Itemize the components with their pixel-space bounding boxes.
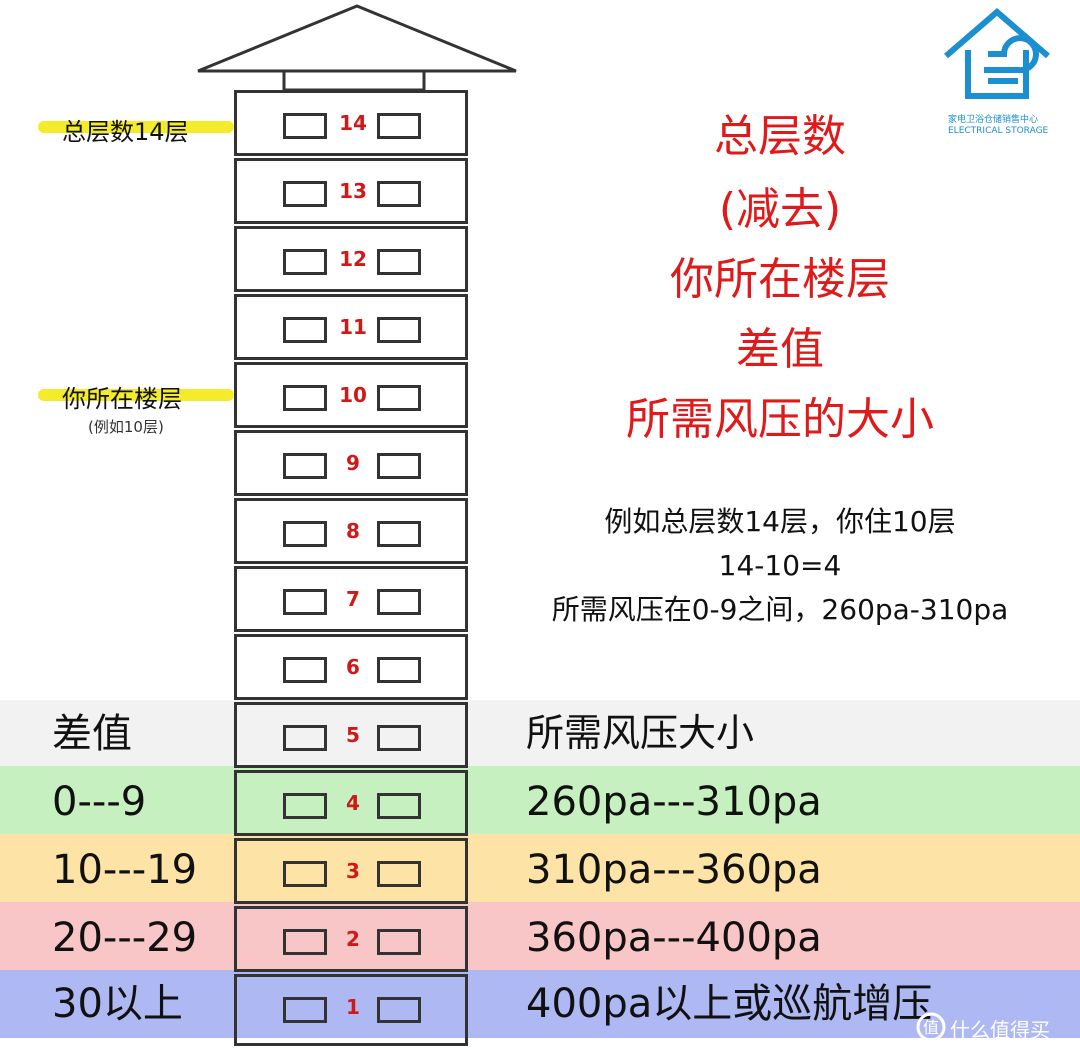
window-icon <box>377 793 421 819</box>
building-floor: 10 <box>234 362 468 428</box>
floor-number: 11 <box>339 315 367 339</box>
table-row-1-diff: 0---9 <box>52 779 147 825</box>
window-icon <box>283 589 327 615</box>
building-floor: 14 <box>234 90 468 156</box>
window-icon <box>377 453 421 479</box>
house-logo-icon <box>944 8 1050 99</box>
window-icon <box>377 589 421 615</box>
floor-number: 8 <box>346 519 360 543</box>
floor-number: 2 <box>346 927 360 951</box>
window-icon <box>377 249 421 275</box>
window-icon <box>377 929 421 955</box>
window-icon <box>283 657 327 683</box>
logo-text-cn: 家电卫浴仓储销售中心 <box>948 115 1039 125</box>
window-icon <box>283 861 327 887</box>
table-row-band-3 <box>0 902 1080 970</box>
table-row-4-pressure: 400pa以上或巡航增压 <box>526 981 933 1027</box>
window-icon <box>283 929 327 955</box>
floor-number: 14 <box>339 111 367 135</box>
label-your-floor: 你所在楼层 <box>62 385 182 413</box>
window-icon <box>377 385 421 411</box>
building-floor: 13 <box>234 158 468 224</box>
table-row-2-diff: 10---19 <box>52 847 198 893</box>
logo-text-en: ELECTRICAL STORAGE <box>948 126 1049 136</box>
building-floor: 3 <box>234 838 468 904</box>
window-icon <box>377 997 421 1023</box>
floor-number: 13 <box>339 179 367 203</box>
window-icon <box>283 725 327 751</box>
floor-number: 12 <box>339 247 367 271</box>
building-floor: 11 <box>234 294 468 360</box>
window-icon <box>377 521 421 547</box>
floor-number: 10 <box>339 383 367 407</box>
window-icon <box>283 521 327 547</box>
floor-number: 4 <box>346 791 360 815</box>
example-line-1: 例如总层数14层，你住10层 <box>604 505 956 538</box>
building-floor: 8 <box>234 498 468 564</box>
building-floor: 9 <box>234 430 468 496</box>
floor-number: 7 <box>346 587 360 611</box>
table-row-3-diff: 20---29 <box>52 915 198 961</box>
label-your-floor-note: (例如10层) <box>88 418 164 436</box>
building-floor: 7 <box>234 566 468 632</box>
heading-line-4: 差值 <box>736 324 824 375</box>
window-icon <box>283 181 327 207</box>
table-header-band <box>0 700 1080 766</box>
window-icon <box>283 793 327 819</box>
heading-line-1: 总层数 <box>714 111 846 162</box>
highlight-your-floor <box>38 389 234 401</box>
watermark-text: 什么值得买 <box>950 1018 1050 1042</box>
floor-number: 9 <box>346 451 360 475</box>
building-roof <box>197 4 517 92</box>
window-icon <box>377 725 421 751</box>
building-floor: 4 <box>234 770 468 836</box>
window-icon <box>283 249 327 275</box>
window-icon <box>283 453 327 479</box>
window-icon <box>283 997 327 1023</box>
building-floor: 12 <box>234 226 468 292</box>
window-icon <box>377 317 421 343</box>
heading-line-5: 所需风压的大小 <box>626 394 934 445</box>
table-header-diff: 差值 <box>52 711 132 757</box>
window-icon <box>377 113 421 139</box>
building-floor: 1 <box>234 974 468 1046</box>
table-header-pressure: 所需风压大小 <box>526 711 755 755</box>
window-icon <box>283 317 327 343</box>
table-row-band-4 <box>0 970 1080 1038</box>
floor-number: 5 <box>346 723 360 747</box>
window-icon <box>377 657 421 683</box>
building-floor: 5 <box>234 702 468 768</box>
svg-text:值: 值 <box>923 1018 939 1037</box>
window-icon <box>377 181 421 207</box>
window-icon <box>283 113 327 139</box>
highlight-total-floors <box>38 121 234 133</box>
floor-number: 3 <box>346 859 360 883</box>
table-row-3-pressure: 360pa---400pa <box>526 915 822 961</box>
floor-number: 1 <box>346 995 360 1019</box>
table-row-4-diff: 30以上 <box>52 981 183 1027</box>
floor-number: 6 <box>346 655 360 679</box>
example-line-2: 14-10=4 <box>718 549 842 582</box>
window-icon <box>377 861 421 887</box>
building-floor: 6 <box>234 634 468 700</box>
table-row-2-pressure: 310pa---360pa <box>526 847 822 893</box>
example-line-3: 所需风压在0-9之间，260pa-310pa <box>551 593 1009 626</box>
table-row-band-2 <box>0 834 1080 902</box>
table-row-band-1 <box>0 766 1080 834</box>
building-floor: 2 <box>234 906 468 972</box>
label-total-floors: 总层数14层 <box>62 118 189 146</box>
table-row-1-pressure: 260pa---310pa <box>526 779 822 825</box>
heading-line-3: 你所在楼层 <box>670 254 890 305</box>
watermark-logo-icon: 值 <box>916 1012 946 1042</box>
window-icon <box>283 385 327 411</box>
heading-line-2: (减去) <box>718 184 842 235</box>
